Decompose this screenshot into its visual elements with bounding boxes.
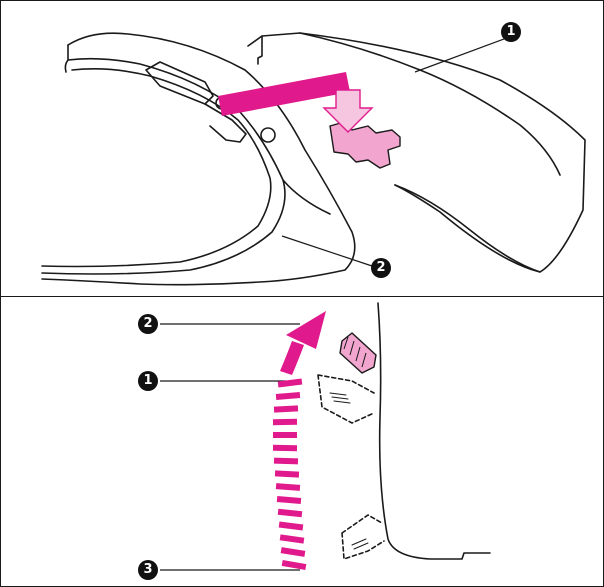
upper-slot-marks bbox=[329, 392, 351, 404]
tray-latch-arm bbox=[204, 103, 247, 143]
lower-slot-marks bbox=[351, 538, 369, 550]
tray-outer bbox=[41, 32, 356, 286]
callout-2-leader bbox=[281, 235, 373, 267]
rotation-arrow-solid bbox=[280, 341, 304, 375]
latch-knob-2 bbox=[260, 127, 276, 143]
cover-top-edge bbox=[257, 35, 263, 65]
tray-corner bbox=[282, 179, 331, 215]
panel-divider bbox=[0, 296, 604, 297]
bracket bbox=[329, 121, 401, 169]
peg-ridges bbox=[343, 336, 367, 368]
printer-edge bbox=[377, 302, 491, 560]
cover-inner-line bbox=[299, 32, 561, 176]
callout-1-bottom: 1 bbox=[138, 371, 158, 391]
cover-outline bbox=[247, 32, 586, 273]
tray-inner-2 bbox=[41, 68, 272, 268]
callout-2-bottom: 2 bbox=[138, 314, 158, 334]
callout-3-bottom: 3 bbox=[138, 560, 158, 580]
tray-latch bbox=[145, 61, 214, 105]
rotation-arrow-head bbox=[286, 311, 326, 349]
tray-rim bbox=[64, 44, 69, 73]
top-panel: 1 2 bbox=[41, 22, 586, 286]
insertion-arrow-head bbox=[322, 89, 374, 133]
bottom-panel-drawing bbox=[160, 302, 491, 571]
callout-2: 2 bbox=[371, 258, 391, 278]
top-panel-drawing bbox=[41, 32, 586, 286]
lower-slot bbox=[341, 514, 385, 560]
upper-slot bbox=[317, 374, 375, 424]
callout-1: 1 bbox=[501, 22, 521, 42]
cover-lower-edge bbox=[394, 184, 541, 273]
bottom-panel: 2 1 3 bbox=[0, 297, 604, 587]
rotation-path bbox=[272, 378, 307, 571]
insertion-arrow bbox=[218, 72, 350, 116]
callout-1-leader bbox=[414, 35, 513, 73]
